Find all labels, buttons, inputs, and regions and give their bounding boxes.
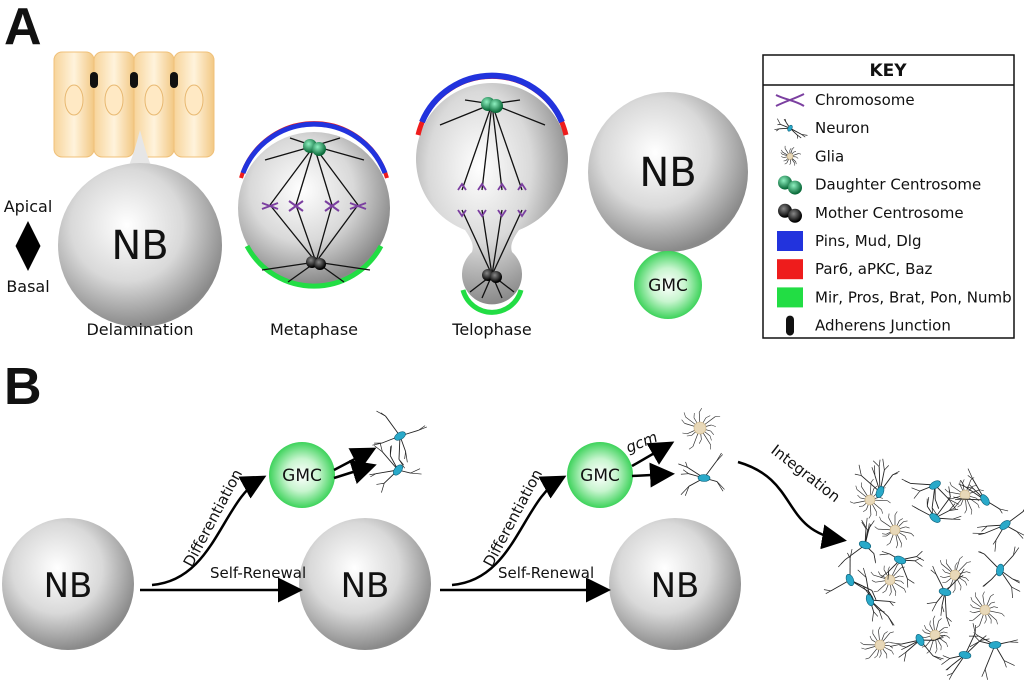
glia-icon — [860, 626, 894, 660]
gmc-label: GMC — [580, 466, 620, 486]
differentiation-arrow — [451, 475, 567, 587]
neuroblast-cell — [2, 518, 134, 650]
nb-label: NB — [341, 566, 390, 606]
gmc-cell — [269, 442, 335, 508]
neuron-icon — [968, 632, 1019, 680]
apical-basal-axis: Apical Basal — [4, 197, 53, 296]
adherens-junction-icon — [130, 72, 138, 88]
nb-label: NB — [44, 566, 93, 606]
nb-label: NB — [651, 566, 700, 606]
glia-icon — [849, 478, 891, 519]
integration-arrow — [737, 460, 847, 550]
differentiation-arrow — [151, 475, 267, 587]
neuron-icon — [857, 567, 896, 626]
neuron-icon — [941, 623, 990, 680]
integration-label: Integration — [768, 441, 844, 506]
panel-a-label: A — [4, 0, 42, 56]
neuron-icon — [901, 478, 959, 517]
glia-icon — [780, 145, 801, 166]
key-item-label: Pins, Mud, Dlg — [815, 232, 922, 250]
neuroblast-cell — [58, 163, 222, 327]
neuron-icon — [879, 550, 925, 588]
key-item-label: Mother Centrosome — [815, 204, 964, 222]
neuron-icon — [926, 565, 965, 627]
panel-b-label: B — [4, 358, 42, 416]
glia-icon — [874, 511, 915, 549]
telophase-neuroblast — [416, 82, 568, 305]
differentiation-label: Differentiation — [180, 466, 247, 570]
neuron-icon — [953, 468, 1009, 514]
neuron-icon — [854, 458, 900, 498]
neuron-icon — [823, 548, 877, 601]
chromosome-icon — [457, 182, 527, 218]
chromosome-icon — [775, 93, 805, 107]
neuron-icon — [678, 452, 725, 496]
delamination-stage: NB Delamination — [53, 51, 222, 339]
stage-label-metaphase: Metaphase — [270, 320, 358, 339]
chromosome-icon — [261, 200, 367, 212]
adherens-junction-icon — [786, 315, 794, 336]
neuron-icon — [369, 442, 422, 493]
mother-centrosome-icon — [778, 203, 802, 223]
key-item-label: Glia — [815, 147, 844, 165]
neuron-icon — [911, 486, 962, 523]
neuron-icon — [972, 509, 1024, 552]
stage-label-telophase: Telophase — [451, 320, 531, 339]
metaphase-neuroblast — [238, 132, 390, 284]
neuron-icon — [838, 517, 876, 568]
neuron-icon — [978, 546, 1021, 598]
post-division-cells: NB GMC — [588, 92, 748, 319]
neuron-icon — [372, 410, 427, 469]
neuron-icon — [774, 118, 808, 139]
adherens-junction-icon — [170, 72, 178, 88]
nb-label: NB — [639, 150, 696, 196]
key-item-label: Chromosome — [815, 91, 915, 109]
differentiation-label: Differentiation — [480, 466, 547, 570]
green-swatch — [777, 287, 803, 308]
gmc-label: GMC — [282, 466, 322, 486]
key-item-label: Daughter Centrosome — [815, 176, 981, 194]
gmc-label: GMC — [648, 276, 688, 296]
blue-swatch — [777, 231, 803, 251]
key-item-label: Neuron — [815, 119, 869, 137]
neuroblast-cell — [299, 518, 431, 650]
nb-label: NB — [111, 223, 168, 269]
gmc-cell — [634, 251, 702, 319]
apical-label: Apical — [4, 197, 53, 216]
epithelial-cells — [53, 51, 215, 158]
lineage-diagram: NB NB NB Self-Renewal Self-Renewal Diffe… — [2, 408, 1024, 680]
basal-label: Basal — [6, 277, 49, 296]
glia-icon — [920, 615, 951, 654]
key-title: KEY — [869, 61, 907, 81]
red-swatch — [777, 259, 803, 280]
stage-label-delamination: Delamination — [86, 320, 193, 339]
key-item-label: Par6, aPKC, Baz — [815, 260, 933, 278]
neuroblast-cell — [588, 92, 748, 252]
metaphase-stage: Metaphase — [238, 121, 390, 339]
daughter-centrosome-icon — [778, 175, 802, 195]
glia-icon — [870, 562, 907, 596]
glia-icon — [681, 408, 721, 450]
telophase-stage: Telophase — [415, 72, 569, 339]
neuron-icon — [889, 634, 945, 662]
adherens-junction-icon — [90, 72, 98, 88]
glia-icon — [939, 556, 971, 594]
self-renewal-label: Self-Renewal — [498, 564, 594, 582]
key-item-label: Mir, Pros, Brat, Pon, Numb — [815, 288, 1012, 306]
neuroblast-cell — [609, 518, 741, 650]
self-renewal-label: Self-Renewal — [210, 564, 306, 582]
gmc-cell — [567, 442, 633, 508]
key-item-label: Adherens Junction — [815, 317, 951, 335]
glia-icon — [969, 591, 1005, 629]
